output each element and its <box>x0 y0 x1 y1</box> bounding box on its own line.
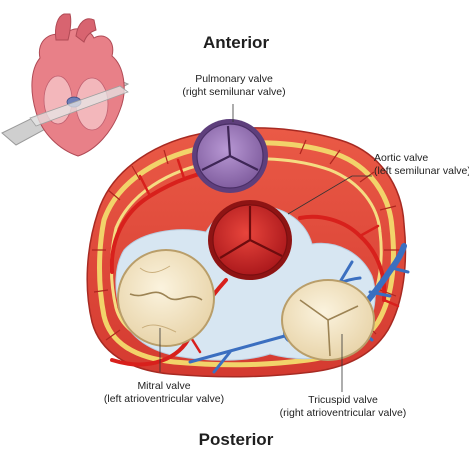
aortic-valve-label: Aortic valve (left semilunar valve) <box>374 152 469 178</box>
valve-plane-section <box>86 119 410 378</box>
tricuspid-valve <box>281 279 375 361</box>
heart-inset <box>1 13 130 157</box>
tricuspid-valve-label-name: Tricuspid valve <box>308 394 378 406</box>
mitral-valve <box>117 249 215 347</box>
coronary-artery-branches <box>138 158 400 354</box>
mitral-valve-leaflet-folds <box>139 265 177 333</box>
aortic-valve <box>208 200 292 280</box>
pulmonary-valve-commissures <box>201 125 259 171</box>
tricuspid-valve-label: Tricuspid valve (right atrioventricular … <box>264 394 422 420</box>
pulmonary-valve <box>192 119 268 193</box>
mitral-valve-label-alt: (left atrioventricular valve) <box>103 393 225 405</box>
aortic-valve-label-alt: (left semilunar valve) <box>374 165 469 177</box>
aortic-valve-label-name: Aortic valve <box>374 152 429 164</box>
muscle-striations <box>92 139 400 341</box>
anterior-heading: Anterior <box>202 33 270 52</box>
pulmonary-valve-label-name: Pulmonary valve <box>195 73 273 85</box>
mitral-valve-annulus <box>117 249 215 347</box>
mitral-valve-coaptation-line <box>129 291 203 301</box>
pulmonary-valve-label-alt: (right semilunar valve) <box>182 86 286 98</box>
mitral-valve-label-name: Mitral valve <box>137 380 191 392</box>
posterior-heading: Posterior <box>198 430 274 449</box>
heart-inset-vessels <box>55 13 97 43</box>
tricuspid-valve-label-alt: (right atrioventricular valve) <box>279 407 407 419</box>
mitral-valve-label: Mitral valve (left atrioventricular valv… <box>88 380 240 406</box>
leader-lines <box>159 104 372 392</box>
aortic-valve-commissures <box>219 206 283 259</box>
pulmonary-valve-label: Pulmonary valve (right semilunar valve) <box>160 73 308 99</box>
cutting-plane-front <box>29 85 129 127</box>
leader-line-aortic <box>287 175 372 215</box>
tricuspid-valve-coaptation-lines <box>299 299 359 357</box>
